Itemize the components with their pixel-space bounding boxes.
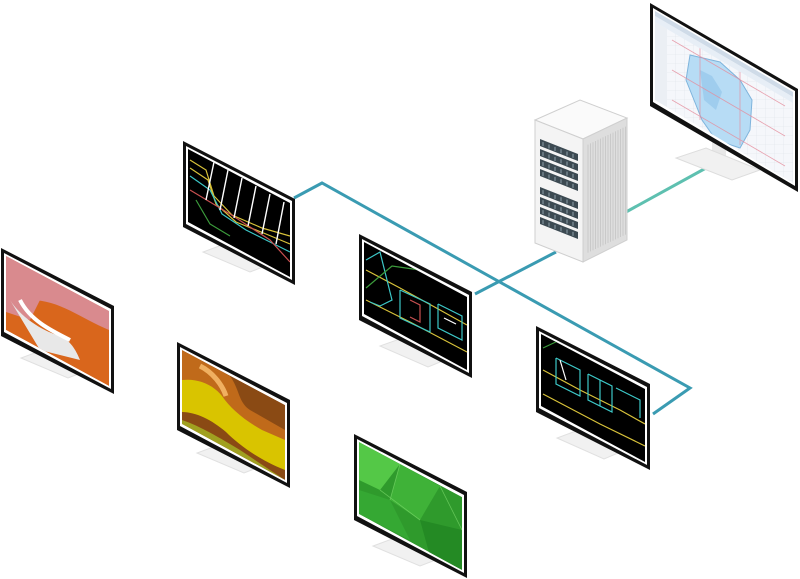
network-links bbox=[293, 166, 707, 416]
drive-bay bbox=[540, 169, 578, 191]
drive-bays bbox=[540, 139, 578, 239]
drive-bay bbox=[540, 207, 578, 229]
drive-bay bbox=[540, 187, 578, 209]
drive-bay bbox=[540, 197, 578, 219]
drive-bay bbox=[540, 159, 578, 181]
link-cad1-to-cad3 bbox=[293, 181, 693, 416]
link-server-to-main-workstation bbox=[625, 166, 707, 214]
drive-bay bbox=[540, 217, 578, 239]
drive-bay bbox=[540, 139, 578, 161]
terrain-monitor-1 bbox=[1, 248, 114, 394]
terrain-monitor-2 bbox=[177, 342, 290, 488]
drive-bay bbox=[540, 149, 578, 171]
cad-monitor-2 bbox=[359, 234, 472, 378]
cad-monitor-1 bbox=[183, 141, 295, 285]
cad-monitor-3 bbox=[536, 326, 650, 470]
main-workstation bbox=[650, 3, 798, 192]
server-rack-icon bbox=[533, 99, 629, 263]
terrain-monitor-3 bbox=[354, 434, 467, 578]
link-server-to-cad2 bbox=[474, 250, 557, 296]
